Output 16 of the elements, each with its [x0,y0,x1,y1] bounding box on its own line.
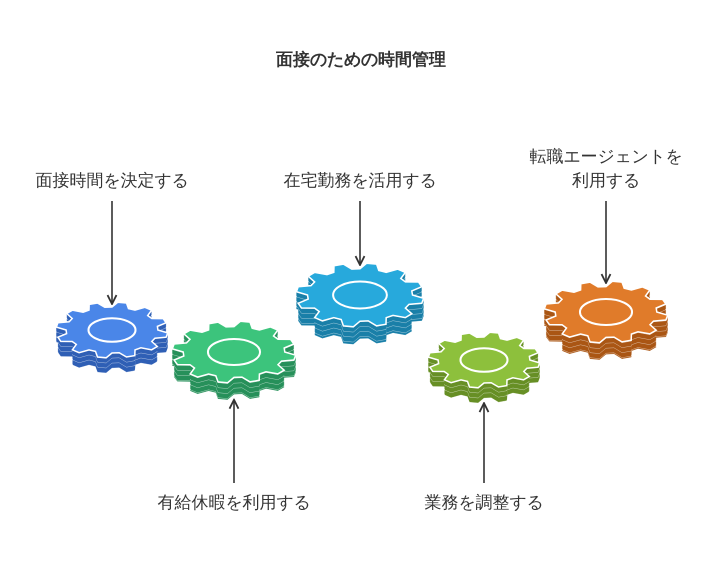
callout-text: 有給休暇を利用する [134,491,334,515]
arrow [228,398,240,483]
callout-text: 在宅勤務を活用する [260,169,460,193]
arrow [354,201,366,266]
arrow [478,402,490,483]
gear-drawing [542,279,670,362]
gear-drawing [426,330,542,406]
arrow [106,201,118,305]
gear-drawing [170,319,298,402]
gear-drawing [294,261,426,346]
arrow [600,201,612,284]
title: 面接のための時間管理 [275,49,447,71]
callout-text: 面接時間を決定する [12,169,212,193]
callout-text: 業務を調整する [384,491,584,515]
gear-drawing [54,300,170,376]
callout-text: 転職エージェントを利用する [526,145,686,193]
